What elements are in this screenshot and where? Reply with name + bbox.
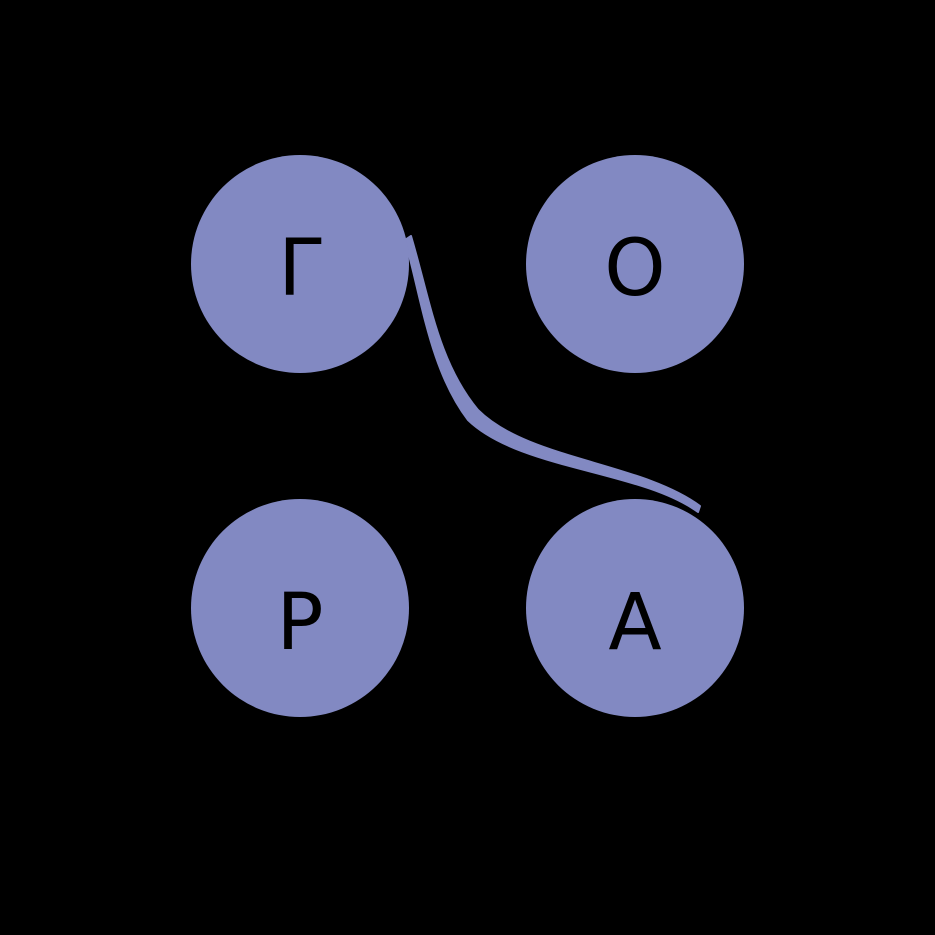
node-circle — [191, 499, 409, 717]
node-letter: Γ — [278, 224, 322, 314]
node-letter: O — [604, 224, 665, 314]
node-letter: P — [276, 578, 323, 668]
node-letter: A — [608, 578, 661, 668]
node-top-right: O — [526, 155, 744, 373]
node-bottom-right: A — [526, 499, 744, 717]
node-bottom-left: P — [191, 499, 409, 717]
node-circle — [526, 499, 744, 717]
node-top-left: Γ — [191, 155, 409, 373]
connector-curve — [404, 235, 701, 513]
node-circle — [526, 155, 744, 373]
node-circle — [191, 155, 409, 373]
